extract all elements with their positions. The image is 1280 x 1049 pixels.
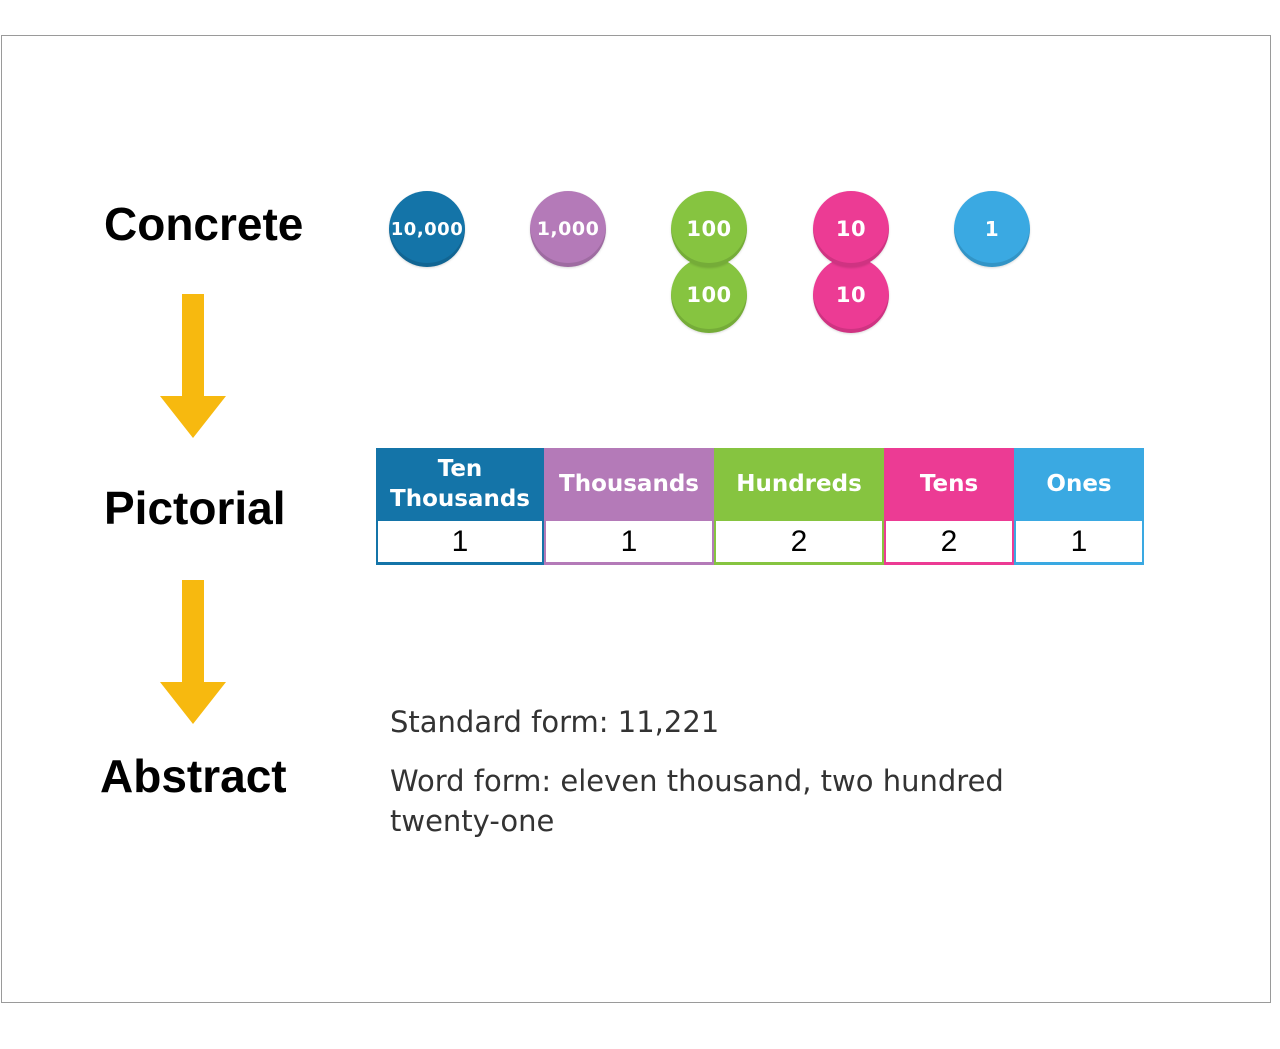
- arrow-shape: [160, 294, 226, 438]
- column-value: 1: [544, 521, 714, 565]
- disc-label: 100: [686, 217, 732, 241]
- column-header: Tens: [884, 448, 1014, 521]
- disc-label: 100: [686, 283, 732, 307]
- column-value: 2: [714, 521, 884, 565]
- down-arrow-icon: [160, 580, 226, 724]
- stage-label-concrete: Concrete: [104, 198, 304, 250]
- stage-label-abstract: Abstract: [100, 750, 287, 802]
- column-header: Hundreds: [714, 448, 884, 521]
- column-header: Ones: [1014, 448, 1144, 521]
- disc-label: 10: [835, 217, 867, 241]
- standard-form-text: Standard form: 11,221: [390, 705, 720, 739]
- place-value-disc: 1: [954, 191, 1030, 267]
- place-value-disc: 10: [813, 257, 889, 333]
- disc-label: 1,000: [536, 218, 600, 240]
- disc-label: 1: [984, 217, 1000, 241]
- stage-label-pictorial: Pictorial: [104, 482, 286, 534]
- column-header: Thousands: [544, 448, 714, 521]
- column-header: Ten Thousands: [376, 448, 544, 521]
- column-value: 1: [376, 521, 544, 565]
- place-value-disc: 10,000: [389, 191, 465, 267]
- place-value-disc: 100: [671, 257, 747, 333]
- place-value-disc: 10: [813, 191, 889, 267]
- column-value: 1: [1014, 521, 1144, 565]
- down-arrow-icon: [160, 294, 226, 438]
- disc-label: 10: [835, 283, 867, 307]
- word-form-text-line2: twenty-one: [390, 804, 555, 838]
- word-form-text-line1: Word form: eleven thousand, two hundred: [390, 764, 1004, 798]
- place-value-disc: 100: [671, 191, 747, 267]
- arrow-shape: [160, 580, 226, 724]
- place-value-disc: 1,000: [530, 191, 606, 267]
- column-value: 2: [884, 521, 1014, 565]
- disc-label: 10,000: [390, 218, 464, 240]
